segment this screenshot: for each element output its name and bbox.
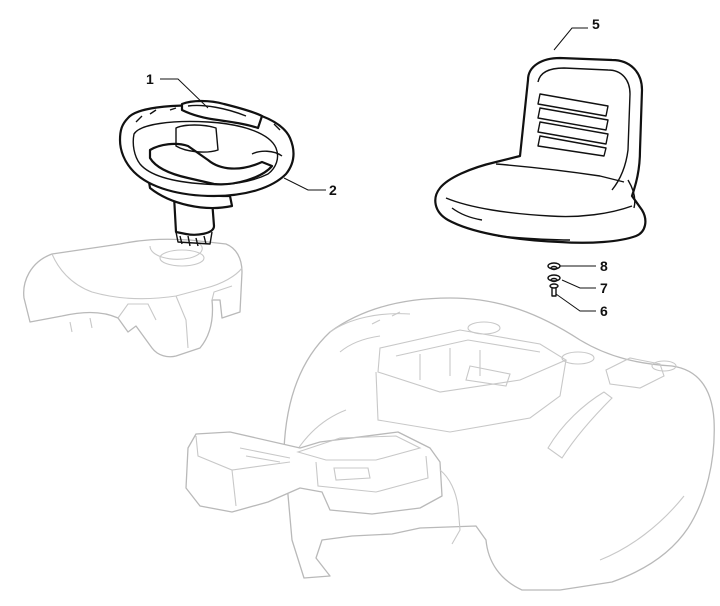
callout-2: 2 bbox=[329, 182, 337, 198]
callout-labels: 1 2 5 6 7 8 bbox=[146, 16, 608, 319]
callout-6: 6 bbox=[600, 303, 608, 319]
seat bbox=[434, 56, 647, 244]
rear-body-fender bbox=[283, 297, 715, 591]
steering-wheel-cap bbox=[180, 99, 264, 130]
steering-wheel bbox=[118, 104, 295, 247]
callout-7: 7 bbox=[600, 280, 608, 296]
leader-lines bbox=[160, 27, 596, 312]
callout-5: 5 bbox=[592, 16, 600, 32]
callout-8: 8 bbox=[600, 258, 608, 274]
callout-1: 1 bbox=[146, 71, 154, 87]
seat-fasteners bbox=[547, 262, 561, 297]
dashboard-housing bbox=[23, 238, 243, 358]
storage-tray bbox=[185, 431, 461, 545]
